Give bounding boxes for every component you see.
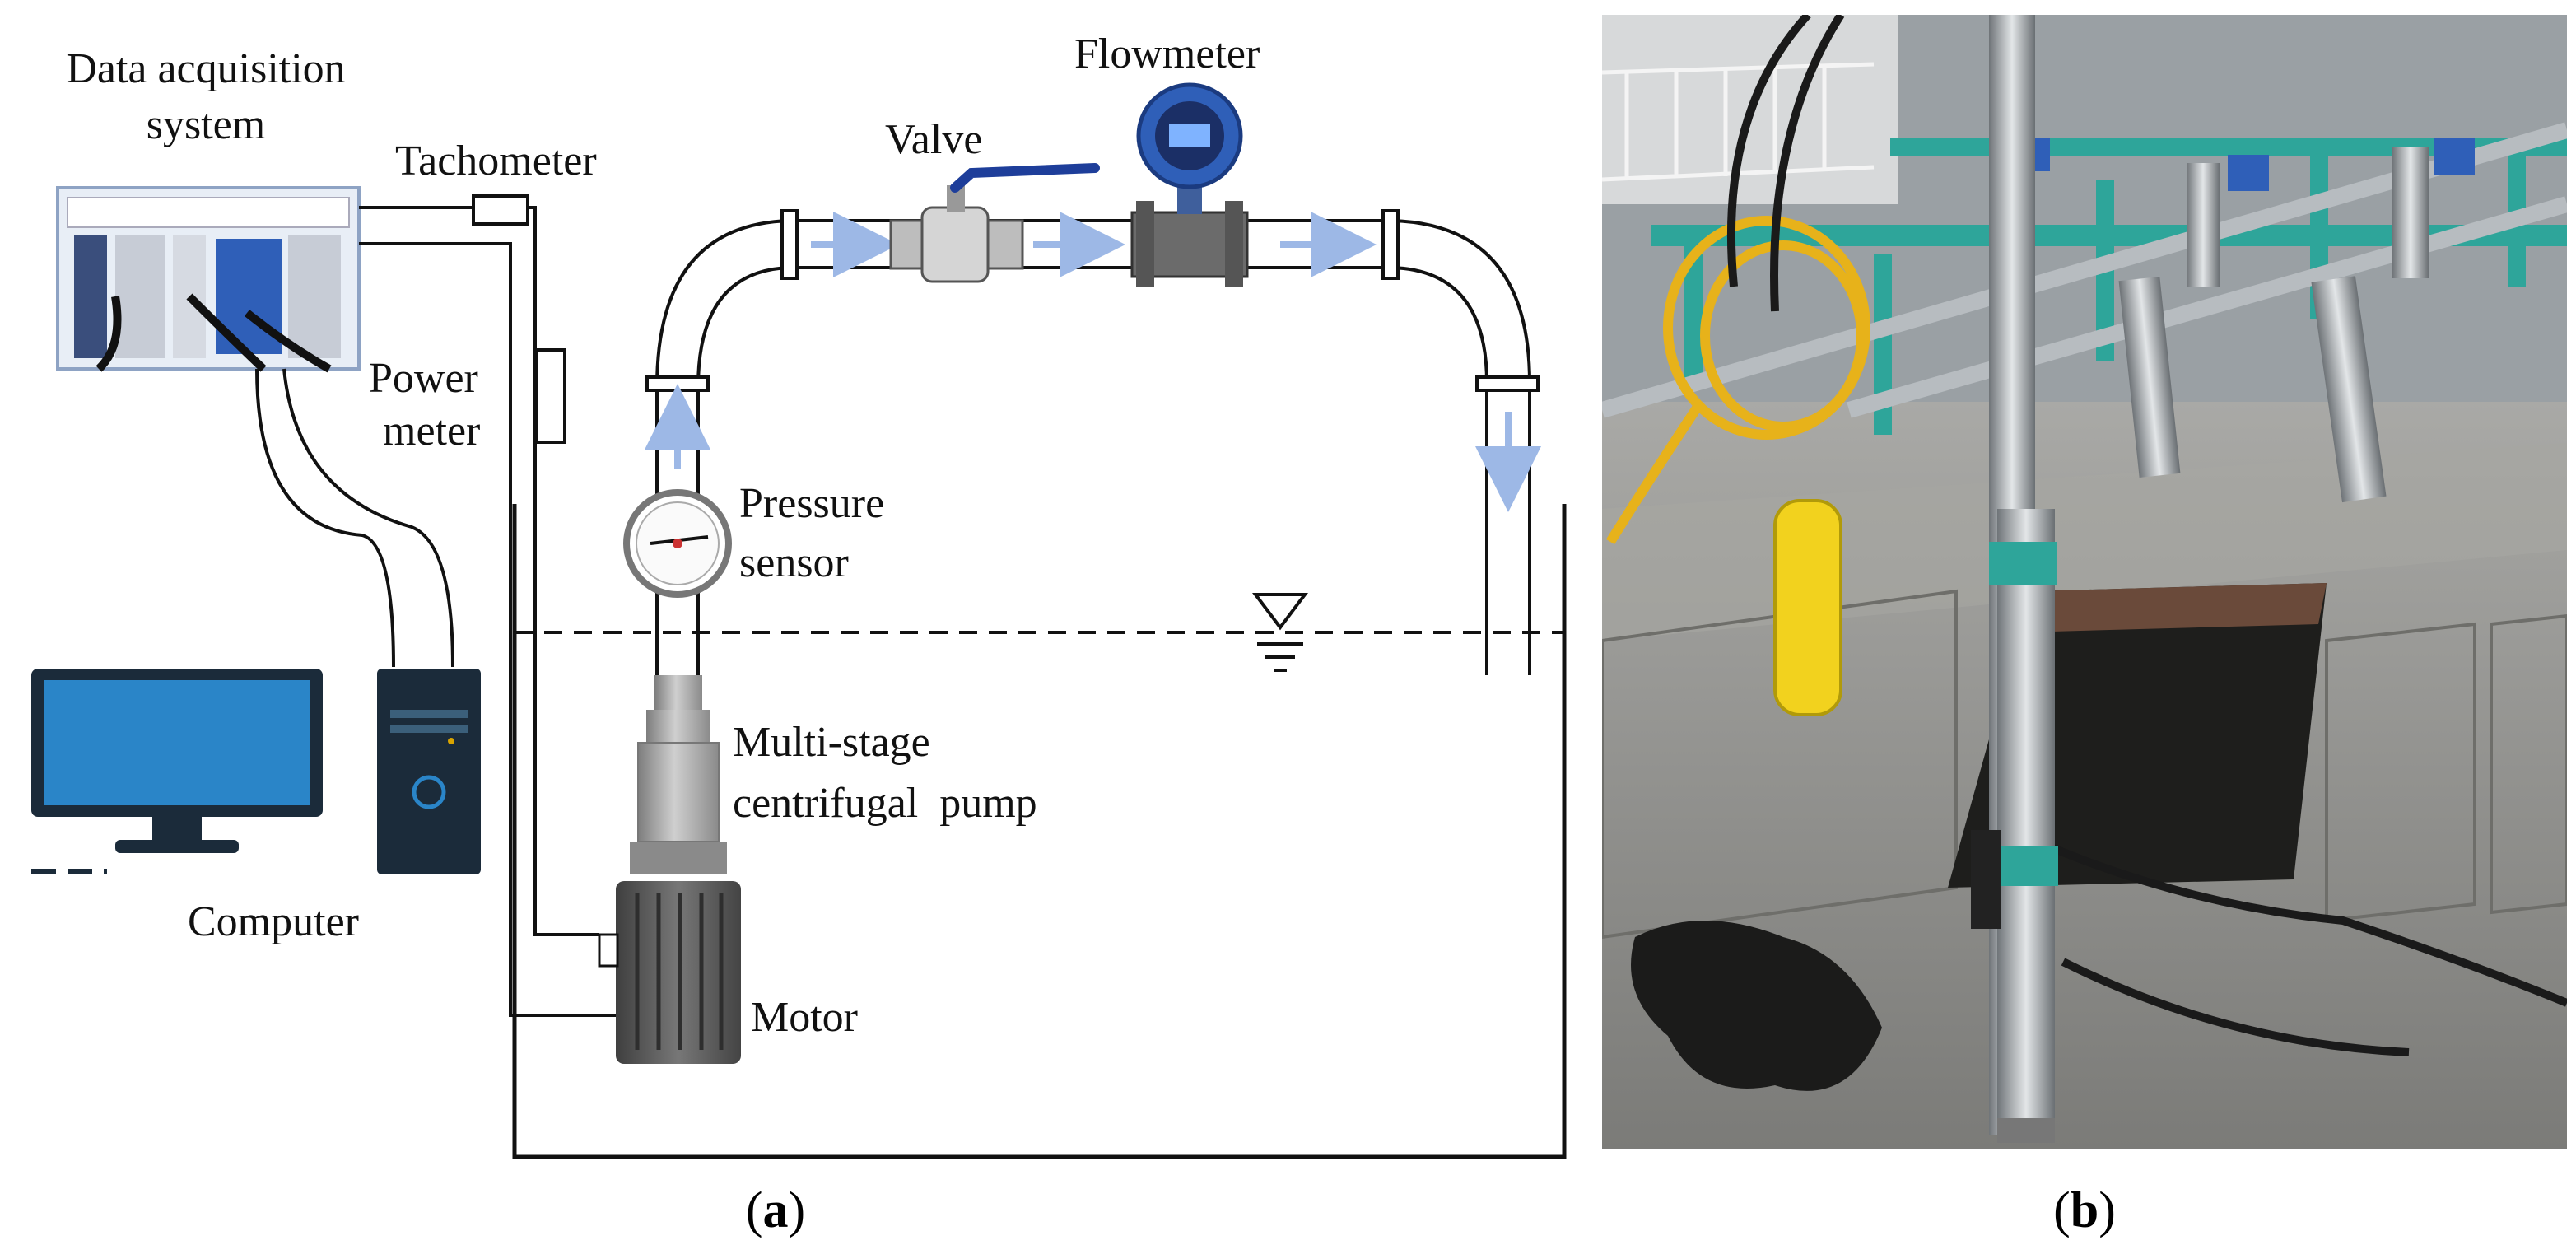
label-data-acquisition-line2: system [147,101,265,148]
label-motor: Motor [751,994,858,1041]
power-meter-block [535,348,566,444]
test-rig-photo [1602,15,2567,1149]
label-pump-line1: Multi-stage [733,719,930,766]
label-power-meter-line1: Power [369,355,478,402]
label-valve: Valve [885,116,982,163]
caption-a: (a) [746,1182,805,1238]
label-data-acquisition-line1: Data acquisition [66,45,345,92]
caption-b: (b) [2053,1182,2116,1238]
panel-b-photograph: (b) [1602,15,2567,1238]
label-power-meter-line2: meter [383,408,480,455]
label-computer: Computer [188,898,359,945]
signal-wires [255,206,616,1017]
pipe-loop [655,219,1531,683]
tachometer-block [472,194,529,226]
motor [598,881,741,1064]
label-flowmeter: Flowmeter [1074,30,1260,77]
multistage-pump [630,675,727,874]
water-tank [512,504,1567,1159]
flow-arrows [645,212,1541,512]
label-pump-line2: centrifugal pump [733,780,1037,827]
label-pressure-line2: sensor [739,539,849,586]
label-tachometer: Tachometer [395,138,597,184]
panel-a-schematic: Data acquisition system Tachometer Power… [31,30,1567,1238]
data-acquisition-system [56,186,361,373]
water-level-symbol [1252,593,1308,672]
flowmeter [1130,82,1249,287]
pressure-gauge [623,489,732,598]
valve [889,163,1100,283]
computer [31,669,481,874]
pipe-flanges [645,209,1540,392]
label-pressure-line1: Pressure [739,480,884,527]
